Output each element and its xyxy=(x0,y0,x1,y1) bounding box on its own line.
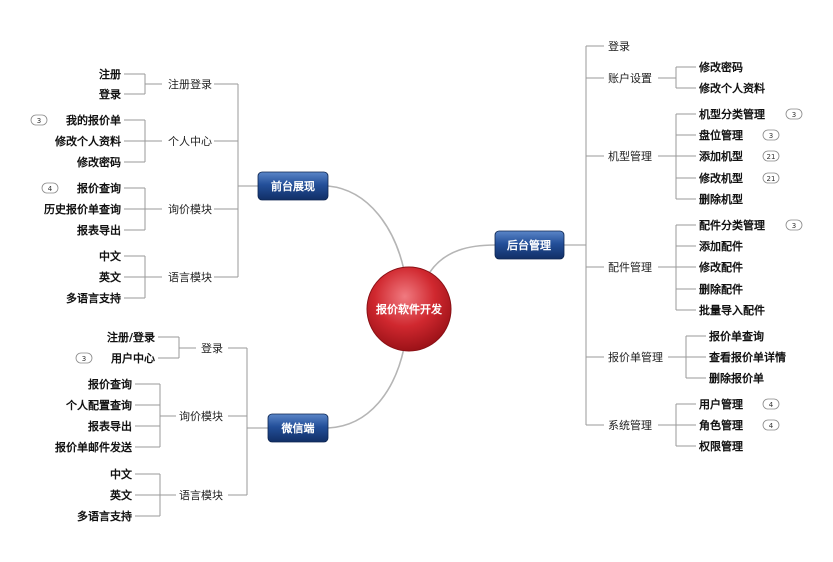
front-item: 修改个人资料 xyxy=(54,134,121,148)
svg-text:4: 4 xyxy=(769,401,774,409)
count-badge: 3 xyxy=(75,352,93,364)
count-badge: 4 xyxy=(762,419,780,431)
root-label: 报价软件开发 xyxy=(376,302,443,316)
main-topic-front-label: 前台展现 xyxy=(271,179,315,193)
front-group-2: 个人中心 xyxy=(168,135,212,148)
wechat-group-2: 询价模块 xyxy=(179,410,223,423)
backend-item: 权限管理 xyxy=(698,439,743,453)
count-badge: 3 xyxy=(785,108,803,120)
wechat-item: 多语言支持 xyxy=(77,509,132,523)
wechat-item: 个人配置查询 xyxy=(65,398,132,412)
count-badge: 3 xyxy=(762,129,780,141)
connector-backend xyxy=(429,244,496,273)
front-item: 登录 xyxy=(98,87,121,101)
svg-text:3: 3 xyxy=(792,222,796,230)
branch-front: 注册登录 个人中心 询价模块 语言模块 注册 登录 我的报价单 修改个人资料 修… xyxy=(30,67,258,305)
backend-group-1: 登录 xyxy=(608,39,630,53)
front-group-3: 询价模块 xyxy=(168,203,212,216)
backend-item: 添加配件 xyxy=(699,239,743,253)
svg-text:3: 3 xyxy=(37,117,41,125)
backend-group-5: 报价单管理 xyxy=(608,350,663,364)
svg-text:4: 4 xyxy=(48,185,53,193)
backend-item: 机型分类管理 xyxy=(699,107,765,121)
front-item: 报表导出 xyxy=(77,223,121,237)
main-topic-backend[interactable]: 后台管理 xyxy=(494,230,565,260)
backend-group-4: 配件管理 xyxy=(608,260,652,274)
backend-item: 用户管理 xyxy=(699,397,743,411)
backend-item: 查看报价单详情 xyxy=(709,350,786,364)
main-topic-backend-label: 后台管理 xyxy=(507,238,551,252)
wechat-item: 报价查询 xyxy=(88,377,132,391)
count-badge: 21 xyxy=(762,150,780,162)
backend-item: 配件分类管理 xyxy=(699,218,765,232)
front-group-1: 注册登录 xyxy=(168,77,212,91)
count-badge: 3 xyxy=(30,114,48,126)
backend-item: 盘位管理 xyxy=(699,128,743,142)
front-item: 注册 xyxy=(99,67,121,81)
backend-group-6: 系统管理 xyxy=(608,418,652,432)
svg-text:4: 4 xyxy=(769,422,774,430)
wechat-item: 报价单邮件发送 xyxy=(55,440,133,454)
backend-item: 删除配件 xyxy=(699,282,743,296)
backend-item: 修改配件 xyxy=(698,260,743,274)
wechat-item: 中文 xyxy=(110,467,133,481)
front-item: 修改密码 xyxy=(76,155,121,169)
wechat-item: 英文 xyxy=(109,488,133,502)
wechat-item: 注册/登录 xyxy=(107,330,155,344)
front-group-4: 语言模块 xyxy=(168,271,212,284)
main-topic-wechat[interactable]: 微信端 xyxy=(267,413,329,443)
front-item: 报价查询 xyxy=(77,181,121,195)
backend-item: 报价单查询 xyxy=(709,329,764,343)
branch-backend: 登录 账户设置 机型管理 配件管理 报价单管理 系统管理 修改密码 修改个人资料… xyxy=(564,39,803,453)
svg-text:21: 21 xyxy=(767,175,776,183)
wechat-item: 用户中心 xyxy=(111,351,155,365)
backend-item: 修改密码 xyxy=(698,60,743,74)
front-item: 中文 xyxy=(99,249,122,263)
svg-text:21: 21 xyxy=(767,153,776,161)
backend-item: 修改个人资料 xyxy=(698,81,765,95)
backend-item: 删除机型 xyxy=(699,192,743,206)
wechat-group-3: 语言模块 xyxy=(179,489,223,502)
backend-item: 修改机型 xyxy=(698,171,743,185)
main-topic-wechat-label: 微信端 xyxy=(281,421,315,435)
main-topic-front[interactable]: 前台展现 xyxy=(257,171,329,201)
backend-item: 添加机型 xyxy=(699,149,743,163)
connector-front xyxy=(327,185,405,271)
connector-wechat xyxy=(327,347,405,429)
count-badge: 4 xyxy=(762,398,780,410)
root-node[interactable]: 报价软件开发 xyxy=(366,266,452,352)
front-item: 多语言支持 xyxy=(66,291,121,305)
front-item: 英文 xyxy=(98,270,122,284)
wechat-item: 报表导出 xyxy=(88,419,132,433)
backend-group-2: 账户设置 xyxy=(608,71,652,85)
backend-item: 删除报价单 xyxy=(709,371,764,385)
svg-text:3: 3 xyxy=(792,111,796,119)
wechat-group-1: 登录 xyxy=(201,341,223,355)
backend-item: 批量导入配件 xyxy=(699,303,765,317)
backend-group-3: 机型管理 xyxy=(608,149,652,163)
branch-wechat: 登录 询价模块 语言模块 注册/登录 用户中心 报价查询 个人配置查询 报表导出… xyxy=(55,330,268,523)
count-badge: 3 xyxy=(785,219,803,231)
front-item: 历史报价单查询 xyxy=(44,202,121,216)
count-badge: 21 xyxy=(762,172,780,184)
svg-text:3: 3 xyxy=(769,132,773,140)
svg-text:3: 3 xyxy=(82,355,86,363)
front-item: 我的报价单 xyxy=(66,113,121,127)
count-badge: 4 xyxy=(41,182,59,194)
backend-item: 角色管理 xyxy=(699,418,743,432)
